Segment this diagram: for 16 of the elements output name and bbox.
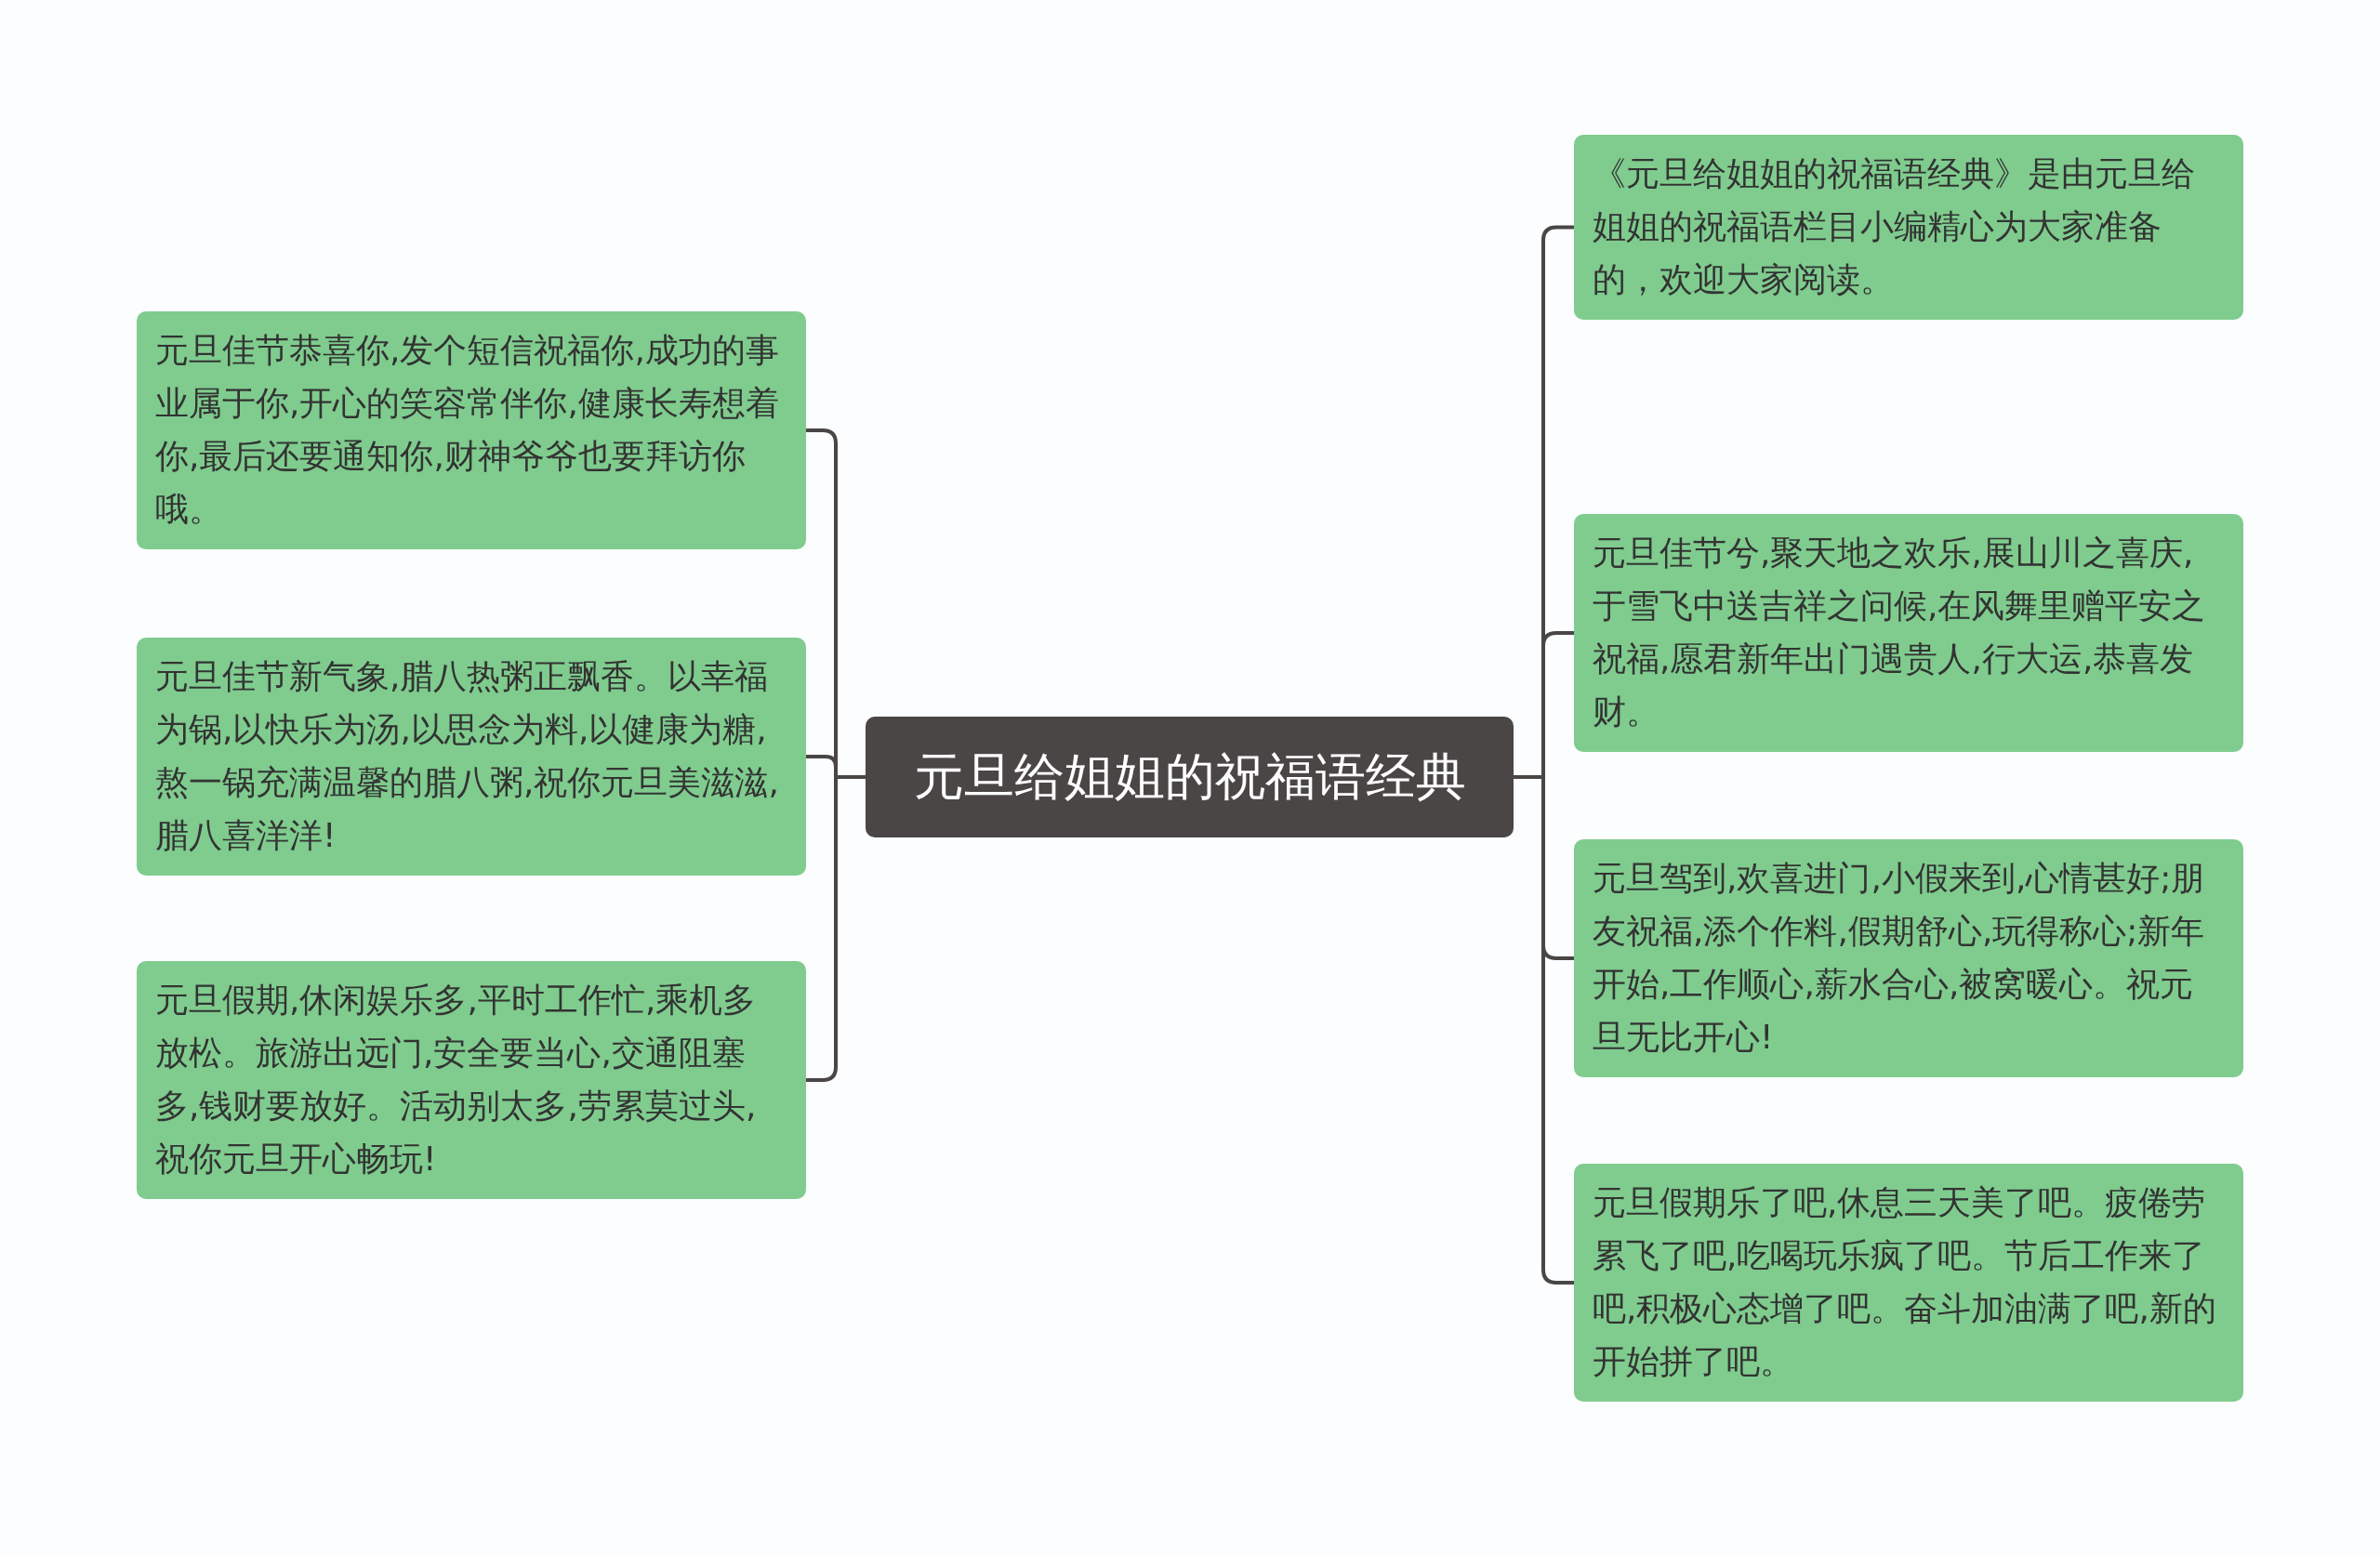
subtopic-box	[1574, 135, 2243, 320]
greeting-text: 元旦假期,休闲娱乐多,平时工作忙,乘机多放松。旅游出远门,安全要当心,交通阻塞多,钱财要放好。活动别太多,劳累莫过头,祝你元旦开心畅玩!	[155, 980, 758, 1179]
topic-title: 元旦给姐姐的祝福语经典	[913, 746, 1466, 808]
subtopic-box	[137, 961, 806, 1199]
greeting-text: 元旦佳节新气象,腊八热粥正飘香。以幸福为锅,以快乐为汤,以思念为料,以健康为糖,熬一锅充满温馨的腊八粥,祝你元旦美滋滋,腊八喜洋洋!	[155, 656, 780, 856]
greeting-text: 元旦佳节恭喜你,发个短信祝福你,成功的事业属于你,开心的笑容常伴你,健康长寿想着你,最后还要通知你,财神爷爷也要拜访你哦。	[155, 330, 780, 530]
greeting-text: 元旦驾到,欢喜进门,小假来到,心情甚好;朋友祝福,添个作料,假期舒心,玩得称心;新年开始,工作顺心,薪水合心,被窝暖心。祝元旦无比开心!	[1593, 858, 2206, 1058]
subtopic-box	[1574, 839, 2243, 1077]
subtopic-box	[137, 311, 806, 549]
subtopic-box	[1574, 514, 2243, 752]
greeting-text: 元旦佳节兮,聚天地之欢乐,展山川之喜庆,于雪飞中送吉祥之问候,在风舞里赠平安之祝福,愿君新年出门遇贵人,行大运,恭喜发财。	[1593, 533, 2207, 732]
greeting-text: 《元旦给姐姐的祝福语经典》是由元旦给姐姐的祝福语栏目小编精心为大家准备的，欢迎大家阅读。	[1593, 153, 2196, 300]
topic-box	[866, 717, 1514, 837]
greeting-text: 元旦假期乐了吧,休息三天美了吧。疲倦劳累飞了吧,吃喝玩乐疯了吧。节后工作来了吧,积极心态增了吧。奋斗加油满了吧,新的开始拼了吧。	[1593, 1182, 2217, 1382]
subtopic-box	[1574, 1164, 2243, 1402]
subtopic-box	[137, 638, 806, 876]
